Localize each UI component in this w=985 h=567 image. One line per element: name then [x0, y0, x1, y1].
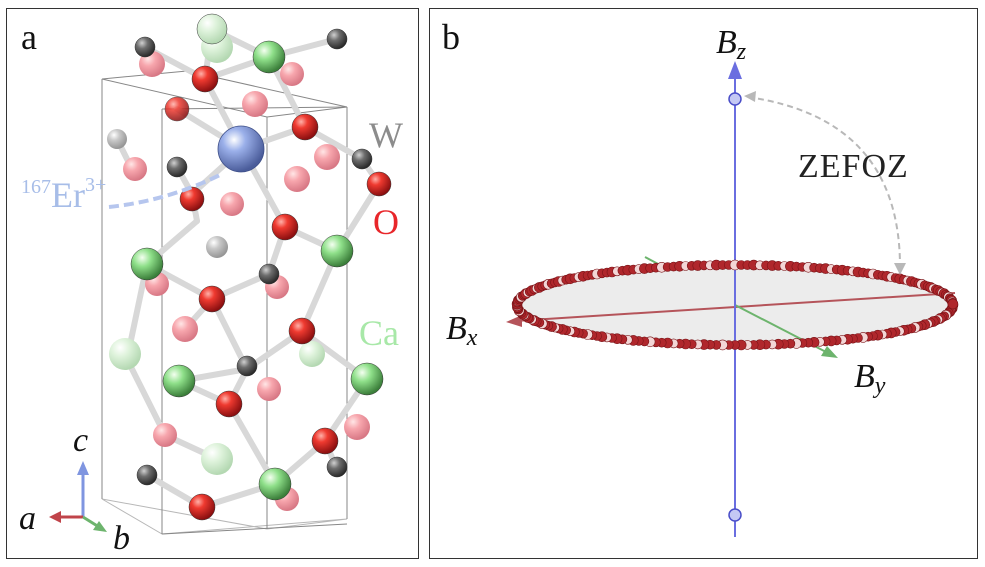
axis-a-label: a: [19, 500, 36, 537]
panel-a: a W O Ca 167Er3+ c a b: [6, 8, 419, 559]
erbium-ion: [217, 125, 265, 173]
axis-c-label: c: [73, 422, 88, 459]
er-pointer: [108, 172, 223, 209]
bx-arrowhead: [506, 315, 522, 327]
zefoz-label: ZEFOZ: [798, 148, 909, 185]
o-label: O: [373, 202, 399, 242]
zefoz-arrowhead-bottom: [894, 263, 906, 275]
panel-a-label: a: [21, 17, 37, 57]
bz-label: Bz: [716, 24, 747, 65]
bz-top-point: [728, 92, 742, 106]
bz-arrowhead: [728, 61, 742, 79]
atoms: [130, 13, 392, 521]
bz-bottom-point: [728, 508, 742, 522]
zefoz-point: [947, 298, 959, 310]
atoms-faded: [107, 31, 370, 511]
zefoz-field-diagram: b ZEFOZ Bz Bx By: [442, 17, 959, 537]
bx-label: Bx: [446, 310, 478, 351]
ca-label: Ca: [359, 313, 399, 353]
panel-b-label: b: [442, 17, 460, 57]
panel-b: b ZEFOZ Bz Bx By: [429, 8, 978, 559]
zefoz-ring: [511, 259, 959, 351]
w-label: W: [369, 115, 403, 155]
zefoz-arrowhead-top: [744, 91, 756, 102]
by-arrowhead: [821, 346, 838, 358]
er-label: 167Er3+: [21, 174, 106, 215]
axis-b-label: b: [113, 520, 130, 557]
lattice-axes: [49, 461, 107, 532]
crystal-structure-diagram: a W O Ca 167Er3+ c a b: [19, 13, 403, 557]
by-label: By: [854, 358, 886, 399]
